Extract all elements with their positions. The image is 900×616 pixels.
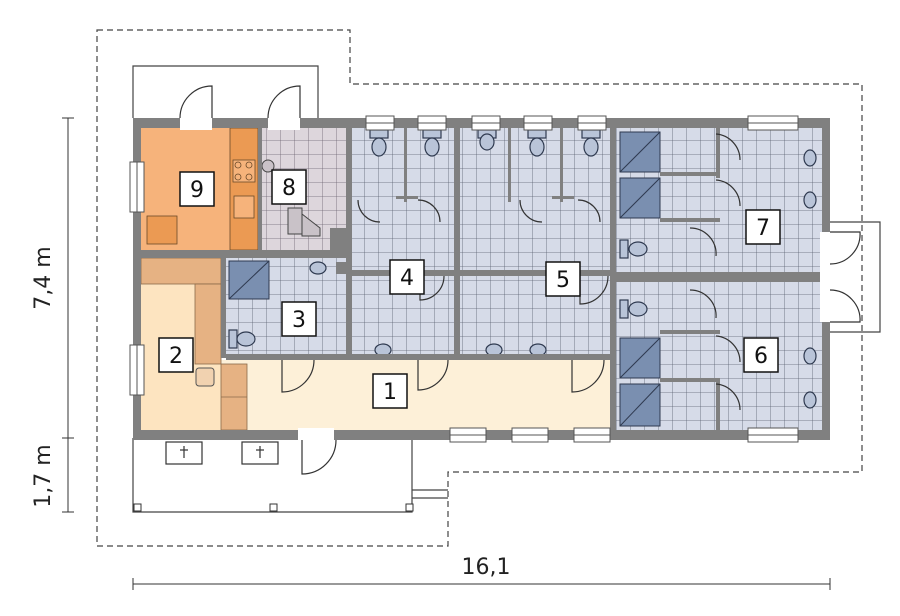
room-number-3: 3 xyxy=(292,308,306,333)
room-number-6: 6 xyxy=(754,344,768,369)
room-label-9: 9 xyxy=(179,171,215,207)
room-label-4: 4 xyxy=(389,259,425,295)
doors xyxy=(179,85,861,475)
right-entrance-porch xyxy=(828,221,881,333)
chair xyxy=(195,367,215,387)
counters xyxy=(140,257,248,431)
room-number-1: 1 xyxy=(383,380,397,405)
room-4-fill xyxy=(350,128,456,358)
dimension-width-total: 16,1 xyxy=(462,555,511,580)
room-label-7: 7 xyxy=(745,209,781,245)
sanitary-fixtures xyxy=(228,129,817,409)
windows xyxy=(129,115,799,443)
room-number-2: 2 xyxy=(169,344,183,369)
room-label-1: 1 xyxy=(372,373,408,409)
room-label-8: 8 xyxy=(271,169,307,205)
shower-trays xyxy=(228,131,661,427)
dimension-height-terrace: 1,7 m xyxy=(31,444,56,507)
boiler-equipment xyxy=(261,159,321,237)
room-number-8: 8 xyxy=(282,176,296,201)
room-1-corridor-fill xyxy=(221,360,612,430)
room-number-5: 5 xyxy=(556,268,570,293)
room-5-fill xyxy=(458,128,612,358)
dimension-lines xyxy=(62,117,831,590)
room-number-9: 9 xyxy=(190,178,204,203)
room-label-2: 2 xyxy=(158,337,194,373)
room-number-4: 4 xyxy=(400,266,414,291)
dimension-height-main: 7,4 m xyxy=(31,246,56,309)
top-entrance-terrace xyxy=(132,65,319,118)
terrace-posts xyxy=(133,503,414,512)
room-label-5: 5 xyxy=(545,261,581,297)
room-number-7: 7 xyxy=(756,216,770,241)
roof-outline xyxy=(96,29,863,547)
room-label-6: 6 xyxy=(743,337,779,373)
terrace-sinks xyxy=(165,441,279,465)
room-label-3: 3 xyxy=(281,301,317,337)
room-labels: 1 2 3 4 5 6 7 8 xyxy=(158,169,781,409)
bottom-terrace xyxy=(132,438,448,513)
